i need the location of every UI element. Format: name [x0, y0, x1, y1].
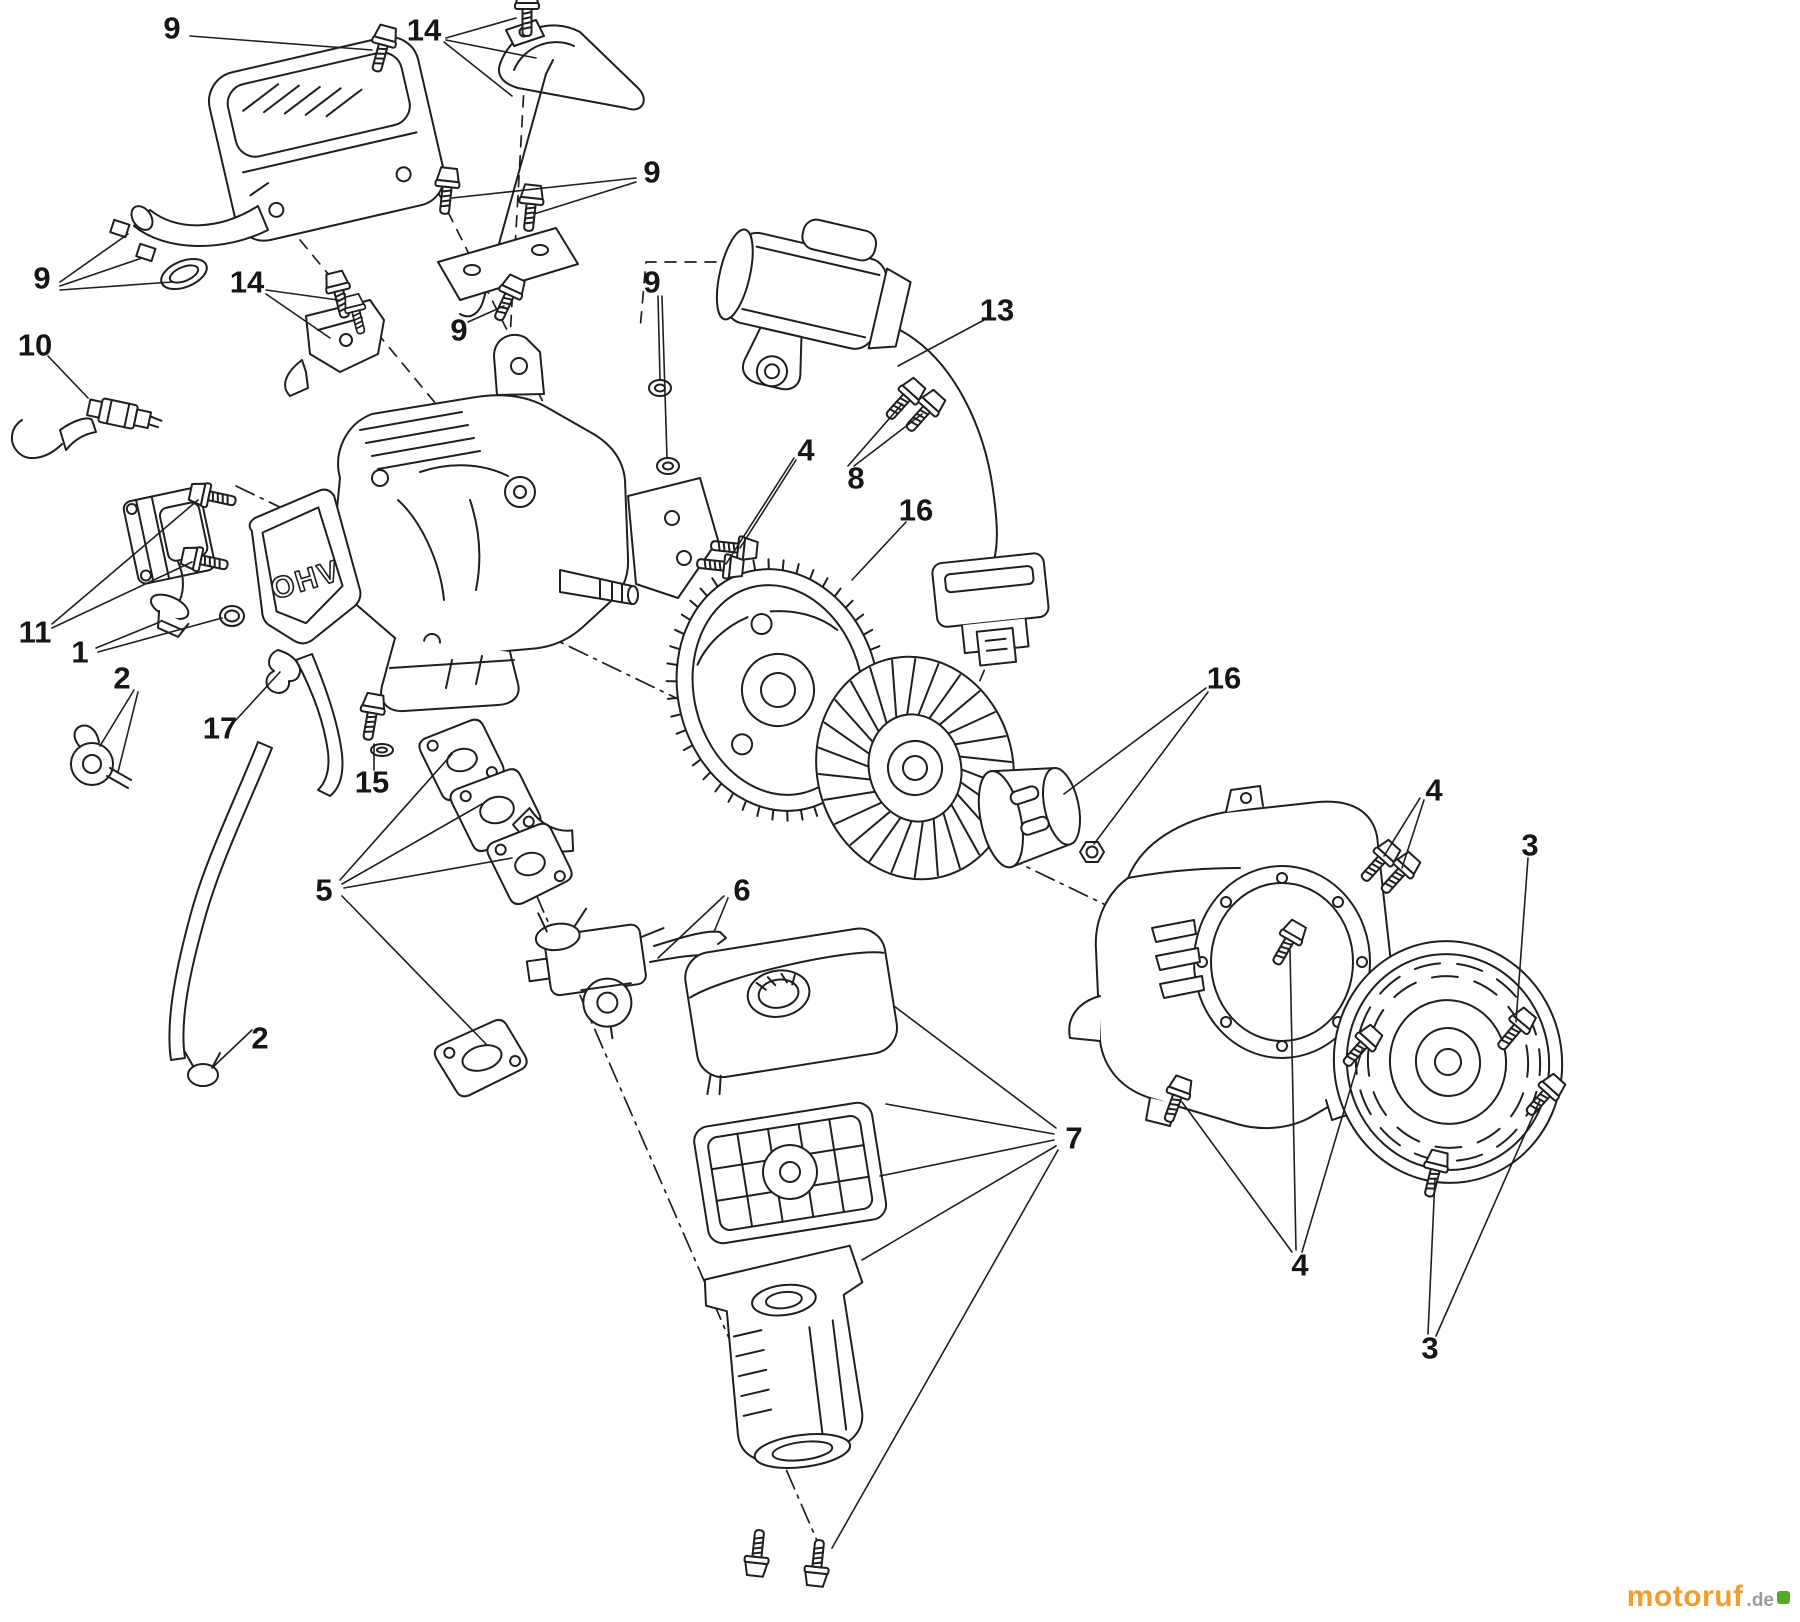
callout-9: 9 [643, 154, 661, 190]
callout-8: 8 [847, 460, 865, 496]
watermark-brand: motoruf [1626, 1580, 1744, 1613]
callout-16: 16 [898, 492, 934, 528]
callout-4: 4 [797, 432, 815, 468]
bolt [801, 1537, 833, 1589]
starter-cup [977, 767, 1082, 869]
callout-15: 15 [354, 764, 390, 800]
callout-9: 9 [450, 312, 468, 348]
control-bracket [284, 299, 385, 397]
retainer-clip [265, 649, 301, 694]
starter-motor [715, 218, 912, 391]
cooling-fan [815, 655, 1015, 881]
bolt [354, 691, 389, 743]
callout-1: 1 [71, 634, 89, 670]
callout-9: 9 [163, 10, 181, 46]
callout-2: 2 [113, 660, 131, 696]
muffler-bracket [498, 19, 645, 111]
exhaust-gasket [109, 218, 208, 291]
starter-cable [899, 329, 998, 561]
crankshaft [559, 569, 639, 605]
air-filter-element [693, 1101, 888, 1245]
breather-tube [295, 653, 344, 797]
callout-2: 2 [251, 1020, 269, 1056]
callout-10: 10 [17, 327, 53, 363]
callout-14: 14 [229, 264, 265, 300]
callout-3: 3 [1421, 1330, 1439, 1366]
callout-13: 13 [979, 292, 1015, 328]
oil-fill-plug [149, 593, 245, 638]
air-cleaner-base [703, 1244, 864, 1469]
intake-manifold [449, 768, 575, 853]
leader-lines [47, 17, 1541, 1549]
callout-9: 9 [33, 260, 51, 296]
carburetor [525, 907, 665, 1040]
watermark: motoruf.de [1627, 1580, 1790, 1614]
carb-gasket [433, 1018, 528, 1098]
fuel-line [168, 741, 273, 1061]
callout-3: 3 [1521, 827, 1539, 863]
fuel-filter [70, 724, 132, 789]
callout-14: 14 [406, 12, 442, 48]
flywheel-nut [1079, 841, 1105, 863]
callout-5: 5 [315, 872, 333, 908]
recoil-starter [1332, 940, 1564, 1184]
intake-gasket-lower [486, 822, 573, 906]
callout-9: 9 [643, 264, 661, 300]
watermark-tld: .de [1746, 1590, 1774, 1611]
mounting-plate [437, 227, 579, 301]
callout-7: 7 [1065, 1120, 1083, 1156]
callout-4: 4 [1291, 1247, 1309, 1283]
muffler [109, 35, 446, 291]
spark-plug [11, 397, 163, 460]
callout-16: 16 [1206, 660, 1242, 696]
callout-11: 11 [18, 614, 52, 650]
plug-boot [59, 417, 97, 451]
exhaust-pipe [130, 205, 269, 248]
hose-clamp [184, 1051, 221, 1087]
callout-6: 6 [733, 872, 751, 908]
callout-4: 4 [1425, 772, 1443, 808]
plug-wire [11, 419, 63, 460]
bolt [741, 1527, 773, 1579]
control-module [931, 552, 1050, 667]
watermark-square-icon [1777, 1590, 1790, 1604]
engine-block [331, 333, 719, 713]
spacers [648, 379, 680, 475]
o-ring [219, 605, 245, 627]
callout-17: 17 [202, 710, 238, 746]
fuel-tank [684, 927, 899, 1096]
throttle-rod [459, 59, 554, 318]
valve-cover: OHV [248, 488, 362, 645]
